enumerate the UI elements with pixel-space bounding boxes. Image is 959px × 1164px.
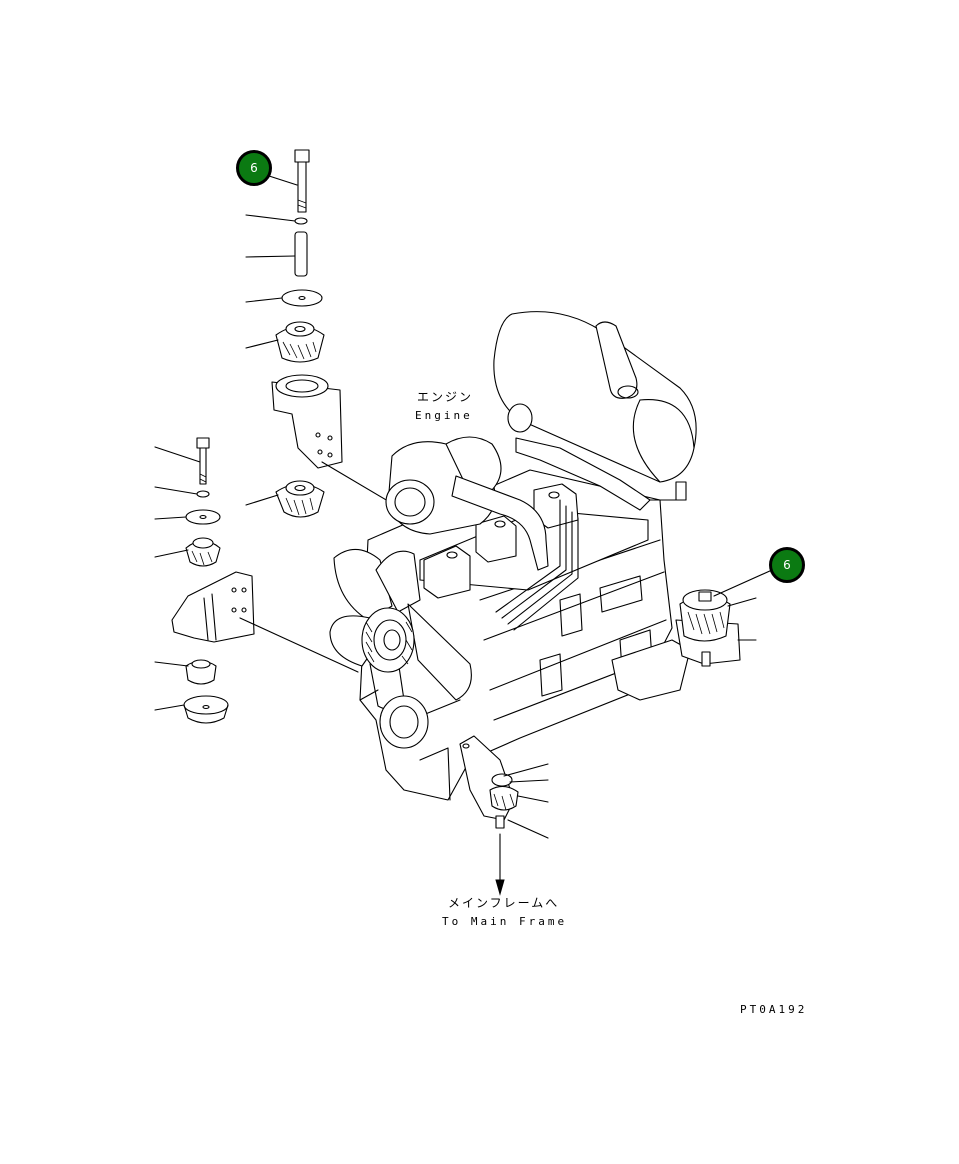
plate (281, 289, 323, 307)
air-cleaner (493, 311, 697, 483)
bolt-head-2 (196, 437, 210, 449)
plate-2 (185, 509, 221, 525)
crank-pulley (379, 695, 429, 749)
right-leaders (503, 569, 773, 839)
main-frame-arrow (495, 833, 505, 896)
left-stack-leaders (154, 446, 359, 711)
sleeve (294, 231, 308, 277)
washer (294, 217, 308, 225)
drawing-code: PT0A192 (740, 1003, 808, 1016)
right-mount (675, 589, 741, 667)
rocker-1 (423, 545, 471, 599)
engine-label-en: Engine (415, 409, 473, 422)
rocker-2 (475, 515, 517, 563)
cooling-fan (329, 548, 472, 711)
bolt-head (294, 149, 310, 163)
top-bolt-stack (271, 149, 343, 518)
engine-label-jp: エンジン (417, 390, 474, 404)
callout-badge-6-top[interactable]: 6 (236, 150, 272, 186)
engine (329, 311, 741, 829)
washer-2 (196, 490, 210, 498)
left-bolt-stack (171, 437, 255, 724)
bolt-shank (297, 161, 307, 213)
intake-hose (451, 475, 549, 571)
frame-label-en: To Main Frame (442, 915, 568, 928)
bracket (271, 381, 343, 469)
intake-pipe (595, 321, 638, 399)
frame-label-jp: メインフレームへ (448, 896, 560, 910)
callout-badge-6-right[interactable]: 6 (769, 547, 805, 583)
